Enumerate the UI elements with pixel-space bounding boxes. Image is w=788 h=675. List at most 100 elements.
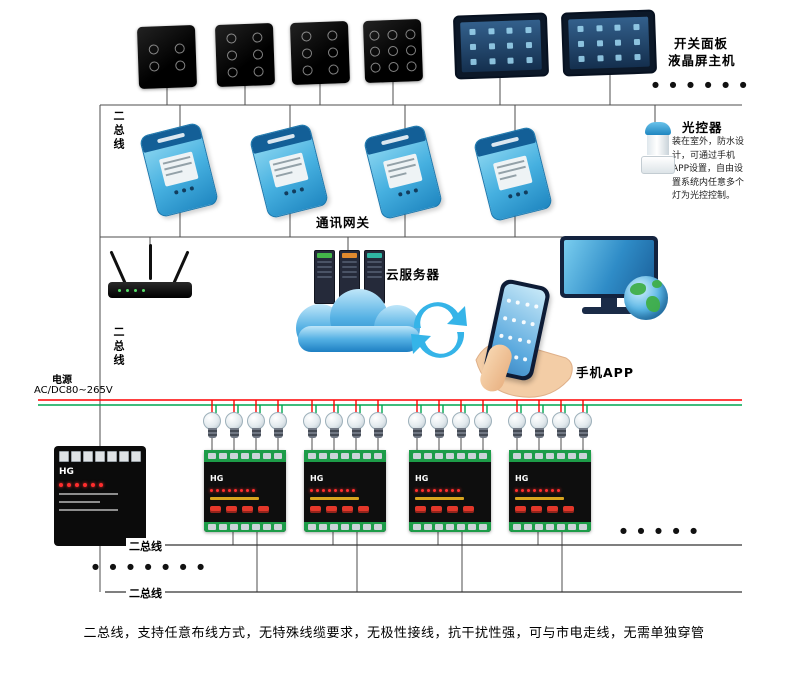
bulb-icon	[368, 412, 388, 444]
light-controller-icon	[638, 122, 678, 174]
bulb-icon	[473, 412, 493, 444]
monitor-frame	[560, 236, 658, 298]
gateway-sticker	[492, 155, 533, 191]
sync-arrows-icon	[411, 302, 467, 358]
brand-label: HG	[415, 474, 429, 483]
globe-icon	[624, 276, 668, 320]
bulb-icon	[324, 412, 344, 444]
server-tower	[364, 250, 385, 304]
power-label: 电源	[52, 375, 72, 386]
bulb-icon	[407, 412, 427, 444]
led-row	[310, 489, 380, 492]
module-body: HG	[204, 462, 286, 522]
lcd-host	[560, 9, 658, 77]
bulb-icon	[573, 412, 593, 444]
terminal-strip-top	[509, 450, 591, 462]
button-row	[515, 506, 585, 513]
bus-label-bottom-2: 二总线	[126, 585, 165, 601]
panel-buttons	[299, 30, 341, 76]
button-row	[415, 506, 485, 513]
bulb-icon	[451, 412, 471, 444]
bulb-icon	[346, 412, 366, 444]
gateway-leds	[154, 181, 213, 199]
brand-label: HG	[210, 474, 224, 483]
relay-module: HG	[509, 450, 591, 532]
lcd-screen	[568, 16, 650, 70]
module-body: HG	[304, 462, 386, 522]
relay-module: HG	[304, 450, 386, 532]
touch-panel	[214, 23, 276, 87]
gateway-port	[266, 133, 296, 145]
light-controller-title: 光控器	[682, 120, 723, 135]
bus-label-vertical-top: 二总线	[112, 110, 125, 152]
gateway-sticker	[268, 152, 309, 188]
monitor-neck	[601, 298, 617, 307]
power-voltage-label: AC/DC80~265V	[34, 385, 113, 396]
switch-panel-label: 开关面板	[674, 36, 729, 51]
bus-label-bottom-1: 二总线	[126, 538, 165, 554]
bulb-icon	[268, 412, 288, 444]
bulb-icon	[202, 412, 222, 444]
gateway-leds	[488, 185, 547, 203]
gateway-label: 通讯网关	[316, 215, 371, 230]
router-antenna	[109, 250, 127, 285]
button-row	[210, 506, 280, 513]
gateway-sticker	[382, 153, 423, 189]
led-row	[415, 489, 485, 492]
terminal-strip-bottom	[509, 522, 591, 532]
router-body	[108, 282, 192, 298]
led-row	[515, 489, 585, 492]
router-antenna	[172, 250, 190, 285]
panel-buttons	[224, 32, 266, 78]
terminal-strip-top	[304, 450, 386, 462]
module-body: HG	[409, 462, 491, 522]
touch-panel	[289, 21, 351, 85]
lcd-host-label: 液晶屏主机	[668, 53, 736, 68]
brand-label: HG	[515, 474, 529, 483]
diagram-caption: 二总线，支持任意布线方式，无特殊线缆要求，无极性接线，抗干扰性强，可与市电走线，…	[83, 626, 705, 641]
gateway-leds	[264, 182, 323, 200]
label-strip	[310, 497, 359, 500]
led-row	[59, 483, 141, 487]
brand-label: HG	[310, 474, 324, 483]
router-antenna	[149, 244, 152, 280]
lcd-host	[452, 12, 550, 80]
bulb-icon	[429, 412, 449, 444]
label-strip	[210, 497, 259, 500]
more-devices-dots: ● ● ● ● ● ●	[652, 80, 751, 89]
more-bus-dots: ● ● ● ● ● ● ●	[92, 562, 209, 571]
router-icon	[108, 244, 198, 302]
lcd-screen	[460, 19, 542, 73]
relay-module: HG	[204, 450, 286, 532]
module-body: HG	[509, 462, 591, 522]
led-row	[210, 489, 280, 492]
light-controller-cap	[645, 122, 671, 135]
module-text-line	[59, 493, 119, 495]
relay-module: HG	[409, 450, 491, 532]
server-tower	[314, 250, 335, 304]
label-strip	[415, 497, 464, 500]
module-text-line	[59, 509, 119, 511]
terminal-strip-bottom	[304, 522, 386, 532]
monitor-base	[582, 307, 636, 314]
touch-panel	[362, 19, 424, 83]
bulb-icon	[551, 412, 571, 444]
gateway-sticker	[158, 151, 199, 187]
brand-label: HG	[59, 467, 74, 477]
bulb-icon	[529, 412, 549, 444]
bulb-icon	[246, 412, 266, 444]
bulb-icon	[302, 412, 322, 444]
gateway-port	[380, 134, 410, 146]
gateway-leds	[378, 183, 437, 201]
terminal-strip-bottom	[409, 522, 491, 532]
cloud-icon	[296, 289, 420, 352]
light-controller-body	[647, 135, 669, 155]
terminal-strip-bottom	[204, 522, 286, 532]
more-modules-dots: ● ● ● ● ●	[620, 526, 702, 535]
bulb-icon	[507, 412, 527, 444]
bulb-icon	[224, 412, 244, 444]
panel-buttons	[368, 29, 417, 73]
touch-panel	[136, 25, 198, 89]
